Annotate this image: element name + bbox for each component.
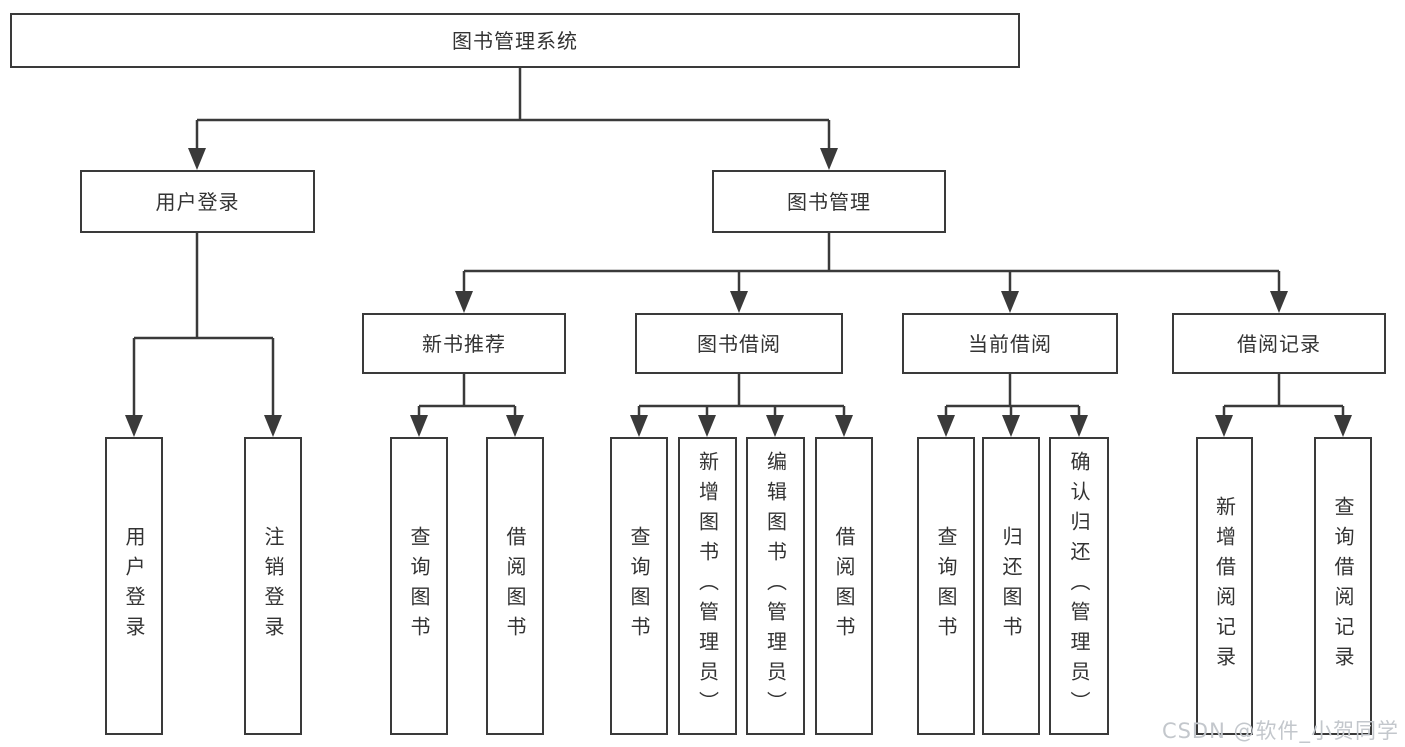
node-recommend-borrow-books-label: 借阅图书 bbox=[503, 526, 527, 646]
node-edit-books-admin: 编辑图书（管理员） bbox=[746, 437, 805, 735]
node-current-borrow: 当前借阅 bbox=[902, 313, 1118, 374]
node-return-books-label: 归还图书 bbox=[999, 526, 1023, 646]
node-current-query-books: 查询图书 bbox=[917, 437, 975, 735]
node-user-login-action-label: 用户登录 bbox=[122, 526, 146, 646]
node-borrow-query-books-label: 查询图书 bbox=[627, 526, 651, 646]
node-user-login-label: 用户登录 bbox=[155, 189, 240, 214]
node-return-books: 归还图书 bbox=[982, 437, 1040, 735]
node-recommend-query-books-label: 查询图书 bbox=[407, 526, 431, 646]
node-confirm-return-admin-label: 确认归还（管理员） bbox=[1067, 451, 1091, 721]
node-new-book-recommend-label: 新书推荐 bbox=[422, 331, 506, 356]
node-add-borrow-record: 新增借阅记录 bbox=[1196, 437, 1253, 735]
node-root: 图书管理系统 bbox=[10, 13, 1020, 68]
node-user-login-action: 用户登录 bbox=[105, 437, 163, 735]
node-logout-label: 注销登录 bbox=[261, 526, 285, 646]
csdn-watermark: CSDN @软件_小贺同学 bbox=[1161, 719, 1399, 743]
node-borrow-books-label: 借阅图书 bbox=[832, 526, 856, 646]
node-add-books-admin: 新增图书（管理员） bbox=[678, 437, 737, 735]
node-user-login: 用户登录 bbox=[80, 170, 315, 233]
node-logout: 注销登录 bbox=[244, 437, 302, 735]
node-root-label: 图书管理系统 bbox=[452, 28, 578, 53]
node-add-books-admin-label: 新增图书（管理员） bbox=[695, 451, 720, 721]
node-recommend-borrow-books: 借阅图书 bbox=[486, 437, 544, 735]
node-borrow-record: 借阅记录 bbox=[1172, 313, 1386, 374]
node-edit-books-admin-label: 编辑图书（管理员） bbox=[763, 451, 788, 721]
node-add-borrow-record-label: 新增借阅记录 bbox=[1212, 496, 1237, 676]
node-new-book-recommend: 新书推荐 bbox=[362, 313, 566, 374]
node-current-query-books-label: 查询图书 bbox=[934, 526, 958, 646]
node-confirm-return-admin: 确认归还（管理员） bbox=[1049, 437, 1109, 735]
node-borrow-record-label: 借阅记录 bbox=[1237, 331, 1321, 356]
node-recommend-query-books: 查询图书 bbox=[390, 437, 448, 735]
node-borrow-query-books: 查询图书 bbox=[610, 437, 668, 735]
node-book-management-label: 图书管理 bbox=[787, 189, 871, 214]
arrowheads bbox=[125, 148, 1352, 437]
node-borrow-books: 借阅图书 bbox=[815, 437, 873, 735]
node-book-borrow: 图书借阅 bbox=[635, 313, 843, 374]
node-book-management: 图书管理 bbox=[712, 170, 946, 233]
node-current-borrow-label: 当前借阅 bbox=[968, 331, 1052, 356]
node-query-borrow-record-label: 查询借阅记录 bbox=[1331, 496, 1355, 676]
node-book-borrow-label: 图书借阅 bbox=[697, 331, 781, 356]
node-query-borrow-record: 查询借阅记录 bbox=[1314, 437, 1372, 735]
